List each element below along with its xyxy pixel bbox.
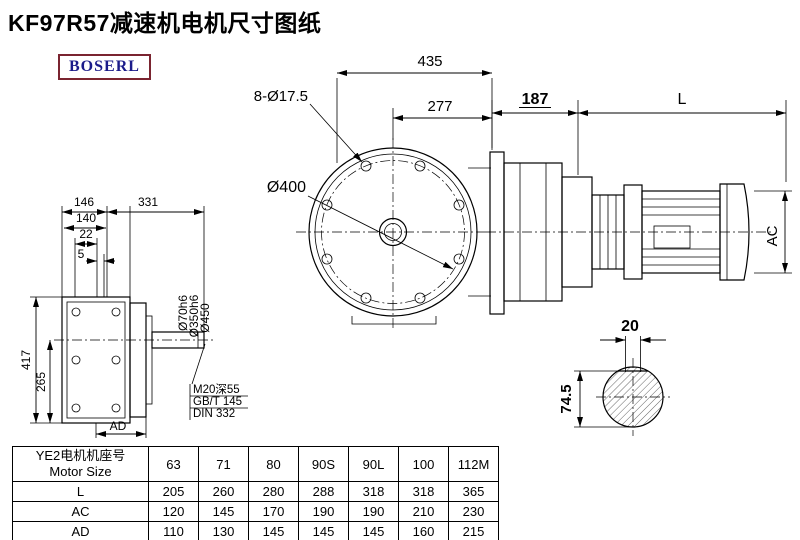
base-foot bbox=[351, 316, 437, 325]
dim-AD-label: AD bbox=[110, 419, 127, 433]
size-col: 112M bbox=[448, 446, 499, 482]
bolt-circle-label: Ø400 bbox=[267, 179, 306, 196]
bolt-holes-label: 8-Ø17.5 bbox=[254, 88, 308, 105]
cell: 190 bbox=[348, 501, 399, 522]
fan-cover bbox=[719, 183, 750, 281]
cell: 365 bbox=[448, 481, 499, 502]
size-col: 71 bbox=[198, 446, 249, 482]
row-label: AC bbox=[12, 501, 149, 522]
cell: 145 bbox=[198, 501, 249, 522]
size-col: 63 bbox=[148, 446, 199, 482]
table-row-L: L 205 260 280 288 318 318 365 bbox=[12, 481, 499, 502]
size-col: 100 bbox=[398, 446, 449, 482]
cell: 260 bbox=[198, 481, 249, 502]
motor-size-header: YE2电机机座号 Motor Size bbox=[12, 446, 149, 482]
output-flange-edge bbox=[129, 302, 147, 418]
shaft-circle bbox=[602, 366, 664, 428]
motor-side-view: 187 L AC bbox=[486, 91, 792, 315]
table-header-row: YE2电机机座号 Motor Size 63 71 80 90S 90L 100… bbox=[12, 446, 499, 482]
dim-key-height-label: 74.5 bbox=[558, 384, 575, 413]
table-row-AC: AC 120 145 170 190 190 210 230 bbox=[12, 501, 499, 522]
cell: 230 bbox=[448, 501, 499, 522]
row-label: AD bbox=[12, 521, 149, 540]
cell: 288 bbox=[298, 481, 349, 502]
size-col: 80 bbox=[248, 446, 299, 482]
cell: 110 bbox=[148, 521, 199, 540]
dim-motor-height-label: AC bbox=[764, 225, 781, 246]
motor-size-header-en: Motor Size bbox=[49, 464, 112, 479]
cell: 190 bbox=[298, 501, 349, 522]
motor-fins bbox=[642, 198, 720, 266]
cell: 318 bbox=[398, 481, 449, 502]
dim-motor-length-label: L bbox=[678, 91, 687, 108]
flange-diameter-label: Ø450 bbox=[198, 303, 212, 333]
size-col: 90S bbox=[298, 446, 349, 482]
shaft-diameter-label: Ø70h6 bbox=[176, 295, 190, 331]
spigot-diameter-label: Ø350h6 bbox=[187, 294, 201, 337]
cell: 145 bbox=[248, 521, 299, 540]
dim-gear-unit-length-label: 187 bbox=[522, 91, 549, 108]
table-row-AD: AD 110 130 145 145 145 160 215 bbox=[12, 521, 499, 540]
cell: 120 bbox=[148, 501, 199, 522]
dimension-table: YE2电机机座号 Motor Size 63 71 80 90S 90L 100… bbox=[12, 446, 499, 540]
dim-total-width-label: 435 bbox=[417, 53, 442, 70]
cell: 215 bbox=[448, 521, 499, 540]
dim-22-label: 22 bbox=[79, 227, 93, 241]
cell: 205 bbox=[148, 481, 199, 502]
flange-plate bbox=[489, 151, 505, 315]
cell: 160 bbox=[398, 521, 449, 540]
dim-key-width-label: 20 bbox=[621, 318, 639, 335]
dim-5-label: 5 bbox=[78, 247, 85, 261]
page-title: KF97R57减速机电机尺寸图纸 bbox=[8, 10, 322, 36]
bolt-holes bbox=[321, 160, 465, 304]
dim-140-label: 140 bbox=[76, 211, 96, 225]
note-din-label: DIN 332 bbox=[193, 408, 235, 420]
dim-331-label: 331 bbox=[138, 195, 158, 209]
technical-drawing: 435 277 8-Ø17.5 Ø400 bbox=[19, 53, 792, 438]
cell: 318 bbox=[348, 481, 399, 502]
row-label: L bbox=[12, 481, 149, 502]
boserl-logo: BOSERL bbox=[58, 54, 151, 80]
dim-265-label: 265 bbox=[34, 372, 48, 392]
front-view: 435 277 8-Ø17.5 Ø400 bbox=[254, 53, 493, 328]
cell: 280 bbox=[248, 481, 299, 502]
dim-center-to-face-label: 277 bbox=[427, 98, 452, 115]
motor-nameplate bbox=[653, 225, 691, 249]
output-side-view: 146 331 140 22 5 417 265 AD bbox=[19, 195, 248, 438]
dim-417-label: 417 bbox=[19, 350, 33, 370]
cell: 145 bbox=[348, 521, 399, 540]
cell: 130 bbox=[198, 521, 249, 540]
flange-spigot bbox=[145, 315, 153, 405]
dim-146-label: 146 bbox=[74, 195, 94, 209]
note-gb-label: GB/T 145 bbox=[193, 396, 242, 408]
cell: 210 bbox=[398, 501, 449, 522]
motor-size-header-cn: YE2电机机座号 bbox=[35, 448, 126, 463]
bolt-circle bbox=[321, 160, 465, 304]
cell: 145 bbox=[298, 521, 349, 540]
note-tap-label: M20深55 bbox=[193, 382, 240, 396]
cell: 170 bbox=[248, 501, 299, 522]
shaft-section-view: 20 74.5 bbox=[558, 318, 670, 436]
cover-bolts bbox=[71, 307, 121, 413]
size-col: 90L bbox=[348, 446, 399, 482]
